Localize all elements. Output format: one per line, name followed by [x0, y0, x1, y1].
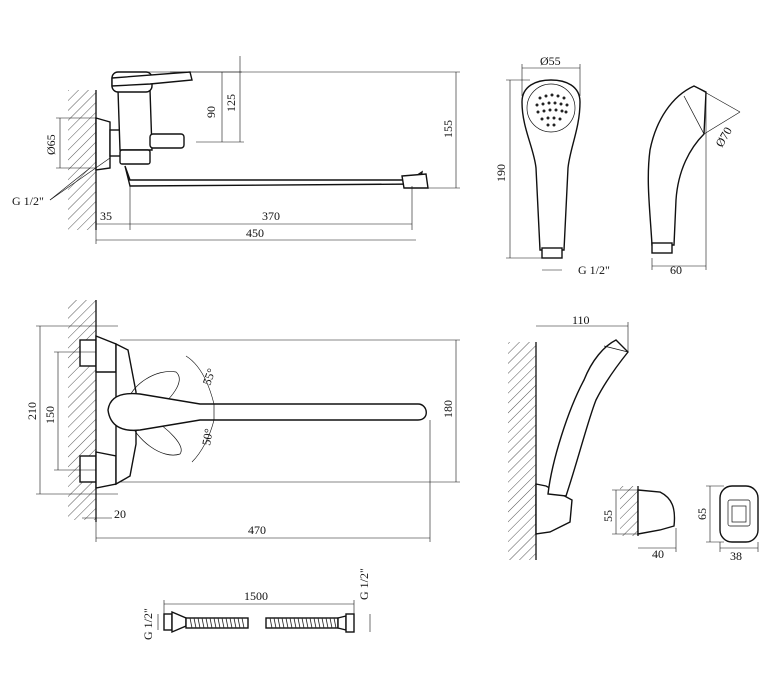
spout-top: [107, 392, 427, 432]
label-g-half-hose-right: G 1/2": [357, 568, 371, 600]
dim-d70: Ø70: [712, 125, 734, 150]
eccentric-top: [95, 117, 111, 171]
dim-38: 38: [730, 549, 742, 563]
mixer-front-view: Ø65 G 1/2" 90 125 155 35 370 450: [12, 56, 460, 244]
lever: [111, 71, 193, 87]
label-g-half-hose-left: G 1/2": [141, 608, 155, 640]
dim-180: 180: [441, 400, 455, 418]
dim-125: 125: [224, 94, 238, 112]
wall-hatch-mid: [68, 300, 96, 520]
shower-holder-assembly: 110: [508, 313, 629, 560]
shower-side-outline: [647, 85, 707, 246]
dim-450: 450: [246, 226, 264, 240]
dim-110: 110: [572, 313, 590, 327]
holder-profile: [637, 489, 676, 535]
dim-90: 90: [204, 106, 218, 118]
dim-60: 60: [670, 263, 682, 277]
dim-20: 20: [114, 507, 126, 521]
wall-hatch-right: [508, 342, 536, 560]
spout: [124, 165, 423, 187]
hose-nut-left: [163, 613, 173, 631]
dim-55-holder: 55: [601, 510, 615, 522]
hose-left-segment: [185, 617, 249, 629]
holder-front: 65 38: [695, 485, 759, 563]
holder-bracket: [535, 483, 573, 535]
dim-40: 40: [652, 547, 664, 561]
dim-370: 370: [262, 209, 280, 223]
hand-shower-front: Ø55 190 G 1/2": [494, 54, 610, 277]
label-g-half-left: G 1/2": [12, 194, 44, 208]
hose-coils: [189, 617, 337, 629]
dim-155: 155: [441, 120, 455, 138]
holder-side: 55 40: [601, 486, 677, 561]
label-g-half-shower: G 1/2": [578, 263, 610, 277]
spray-nozzles: [535, 93, 569, 127]
angle-55: 55°: [200, 366, 219, 387]
holder-plate: [719, 485, 759, 543]
dim-d55: Ø55: [540, 54, 561, 68]
dim-190: 190: [494, 164, 508, 182]
hand-shower-side: Ø70 60: [647, 85, 741, 277]
dim-35: 35: [100, 209, 112, 223]
shower-outline: [521, 79, 581, 251]
dim-470: 470: [248, 523, 266, 537]
hose-nut-right: [345, 613, 355, 633]
dim-d65: Ø65: [44, 134, 58, 155]
dim-1500: 1500: [244, 589, 268, 603]
dim-150: 150: [43, 406, 57, 424]
mixer-body: [117, 89, 153, 151]
mixer-top-view: 210 150 55° 50° 180 20 470: [25, 300, 460, 542]
dim-210: 210: [25, 402, 39, 420]
shower-on-holder: [547, 339, 629, 497]
dim-65-holder: 65: [695, 508, 709, 520]
angle-50: 50°: [199, 427, 216, 446]
wall-hatch-top: [68, 90, 96, 230]
shower-hose: 1500 G 1/2" G 1/2": [141, 568, 371, 640]
